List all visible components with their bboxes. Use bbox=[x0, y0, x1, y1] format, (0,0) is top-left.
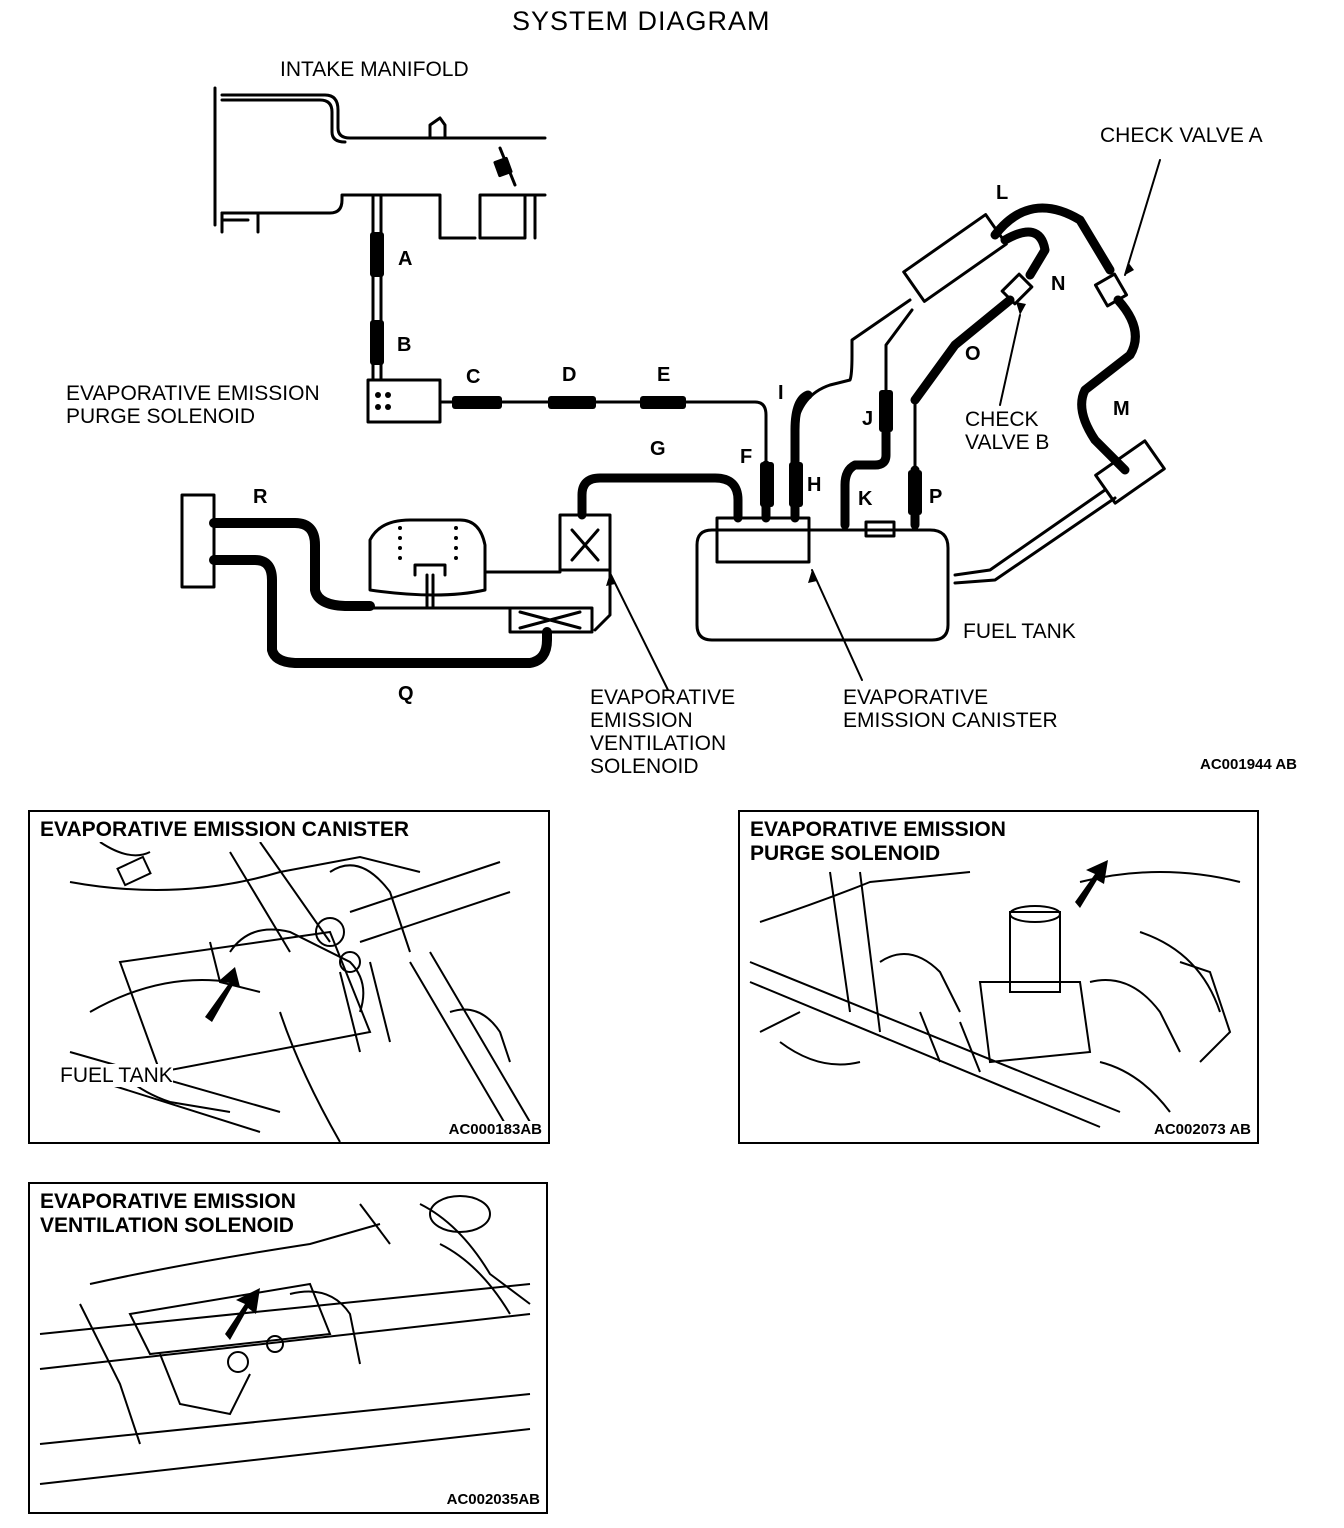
label-check-valve-b: CHECK VALVE B bbox=[965, 408, 1050, 454]
panel-code-purge: AC002073 AB bbox=[1150, 1121, 1251, 1138]
purge-photo-illustration bbox=[749, 860, 1241, 1128]
panel-code-canister: AC000183AB bbox=[444, 1121, 542, 1138]
ventilation-photo-illustration bbox=[39, 1195, 531, 1485]
hose-label-n: N bbox=[1051, 273, 1066, 295]
label-purge-solenoid: EVAPORATIVE EMISSION PURGE SOLENOID bbox=[66, 382, 320, 428]
hose-label-d: D bbox=[562, 364, 577, 386]
system-diagram bbox=[180, 86, 1166, 691]
label-fuel-tank: FUEL TANK bbox=[963, 620, 1076, 643]
photo-panel-purge: EVAPORATIVE EMISSION PURGE SOLENOID AC00… bbox=[738, 810, 1259, 1144]
hose-label-q: Q bbox=[398, 683, 414, 705]
panel-code-ventilation: AC002035AB bbox=[442, 1491, 540, 1508]
hose-label-b: B bbox=[397, 334, 412, 356]
panel-title-ventilation: EVAPORATIVE EMISSION VENTILATION SOLENOI… bbox=[40, 1190, 296, 1238]
hose-label-e: E bbox=[657, 364, 671, 386]
purge-solenoid bbox=[366, 378, 442, 424]
photo-panel-ventilation: EVAPORATIVE EMISSION VENTILATION SOLENOI… bbox=[28, 1182, 548, 1514]
label-check-valve-a: CHECK VALVE A bbox=[1100, 124, 1263, 147]
page-title: SYSTEM DIAGRAM bbox=[512, 6, 771, 36]
hose-label-m: M bbox=[1113, 398, 1130, 420]
ventilation-solenoid bbox=[558, 513, 612, 572]
photo-panel-canister: EVAPORATIVE EMISSION CANISTER FUEL TANK … bbox=[28, 810, 550, 1144]
hose-label-j: J bbox=[862, 408, 874, 430]
arrow-icon bbox=[205, 967, 240, 1022]
hose-label-o: O bbox=[965, 343, 981, 365]
arrow-icon bbox=[1075, 860, 1108, 908]
hose-label-k: K bbox=[858, 488, 873, 510]
arrow-icon bbox=[225, 1288, 260, 1340]
hose-label-g: G bbox=[650, 438, 666, 460]
label-ventilation-solenoid: EVAPORATIVE EMISSION VENTILATION SOLENOI… bbox=[590, 686, 736, 778]
label-intake-manifold: INTAKE MANIFOLD bbox=[280, 58, 469, 81]
hose-label-p: P bbox=[929, 486, 943, 508]
panel-title-canister: EVAPORATIVE EMISSION CANISTER bbox=[40, 818, 410, 842]
hose-label-f: F bbox=[740, 446, 753, 468]
fuel-tank-outline bbox=[695, 528, 950, 642]
hose-label-r: R bbox=[253, 486, 268, 508]
hose-label-i: I bbox=[778, 382, 784, 404]
canister bbox=[715, 516, 811, 564]
label-fuel-tank-photo: FUEL TANK bbox=[60, 1064, 173, 1087]
label-canister: EVAPORATIVE EMISSION CANISTER bbox=[843, 686, 1058, 732]
panel-title-purge: EVAPORATIVE EMISSION PURGE SOLENOID bbox=[750, 818, 1006, 866]
hose-label-c: C bbox=[466, 366, 481, 388]
canister-photo-illustration bbox=[69, 841, 531, 1142]
hose-label-a: A bbox=[398, 248, 413, 270]
hose-label-h: H bbox=[807, 474, 822, 496]
diagram-code: AC001944 AB bbox=[1200, 756, 1297, 773]
hose-label-l: L bbox=[996, 182, 1009, 204]
intake-manifold-outline bbox=[213, 86, 547, 227]
